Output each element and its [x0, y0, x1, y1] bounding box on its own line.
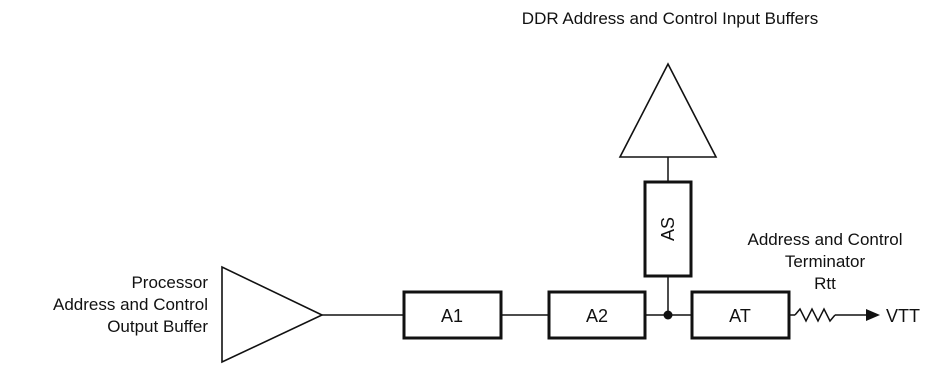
- block-at: AT: [690, 290, 791, 340]
- vtt-label: VTT: [886, 306, 920, 326]
- ddr-input-buffer: [618, 62, 718, 158]
- junction-node: [663, 310, 673, 320]
- processor-label-line-2: Address and Control: [53, 295, 208, 314]
- terminator-label-line-3: Rtt: [814, 274, 836, 293]
- block-as-label: AS: [658, 217, 678, 241]
- processor-label-line-1: Processor: [131, 273, 208, 292]
- terminator-label: Address and Control Terminator Rtt: [710, 229, 929, 295]
- block-as: AS: [643, 180, 693, 278]
- block-a1-label: A1: [441, 306, 463, 326]
- block-a1: A1: [402, 290, 503, 340]
- ddr-buffers-title: DDR Address and Control Input Buffers: [521, 9, 819, 28]
- terminator-label-line-2: Terminator: [784, 252, 866, 271]
- processor-label-line-3: Output Buffer: [107, 317, 208, 336]
- processor-output-buffer: [221, 265, 324, 364]
- vtt-arrow-icon: [866, 309, 880, 321]
- block-a2-label: A2: [586, 306, 608, 326]
- resistor-rtt: [794, 307, 836, 323]
- processor-buffer-label: Processor Address and Control Output Buf…: [0, 272, 208, 338]
- block-a2: A2: [547, 290, 647, 340]
- terminator-label-line-1: Address and Control: [747, 230, 903, 249]
- block-at-label: AT: [729, 306, 751, 326]
